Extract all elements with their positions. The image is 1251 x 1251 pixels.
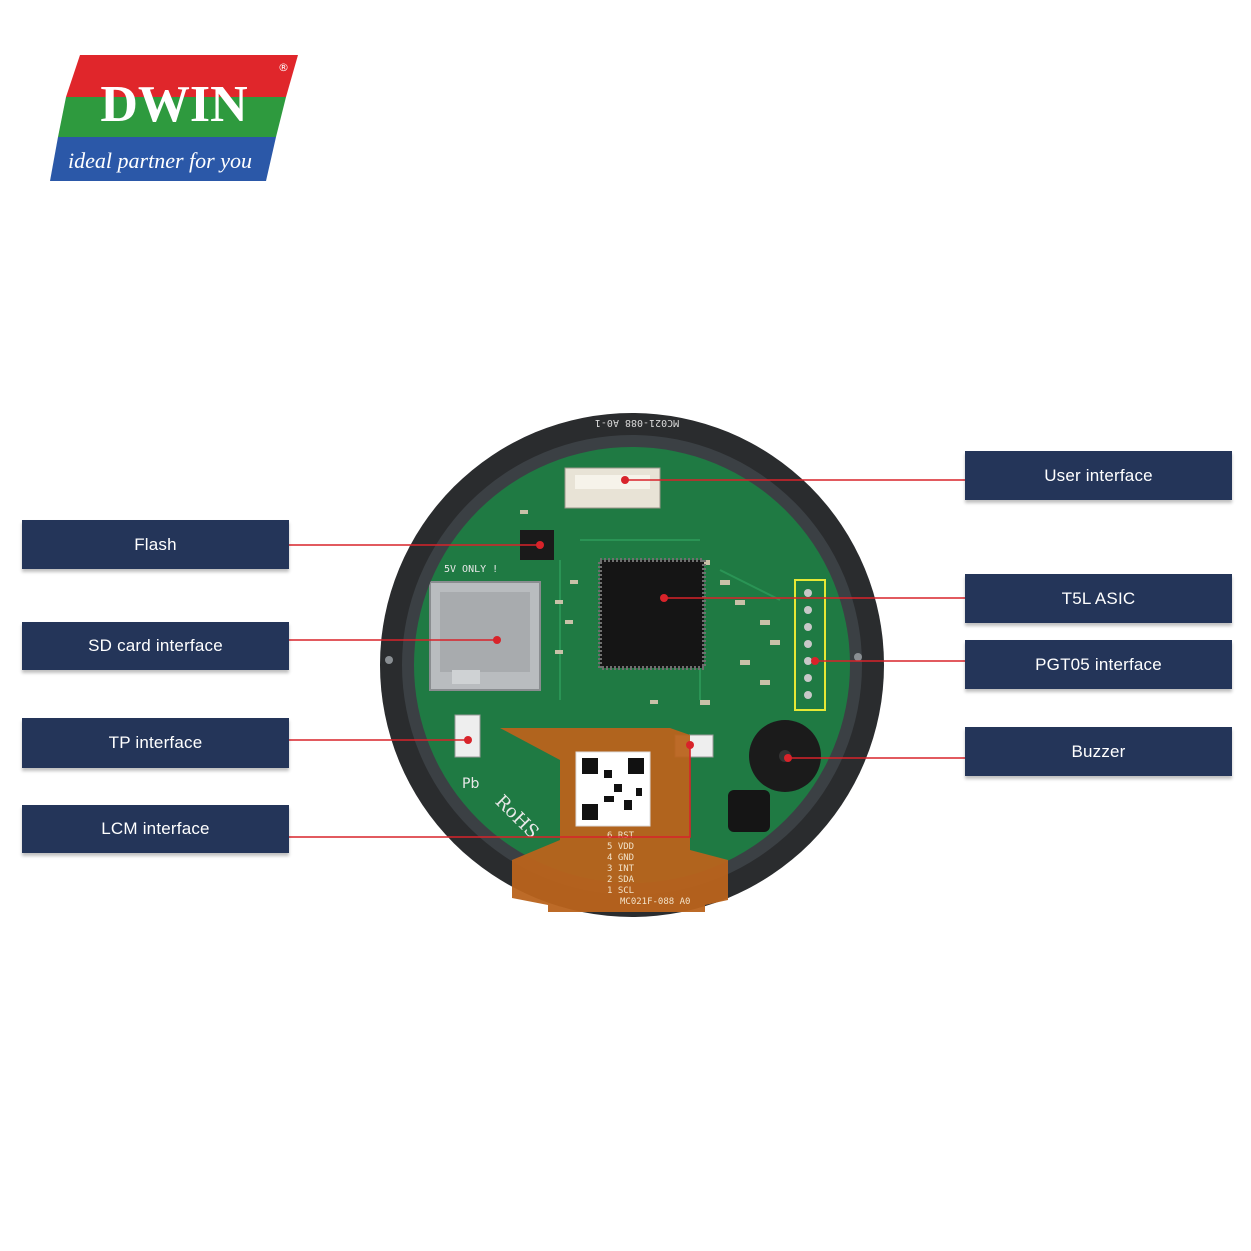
- svg-text:2 SDA: 2 SDA: [607, 875, 635, 885]
- logo-brand-text: DWIN: [100, 76, 247, 133]
- label-tp-interface: TP interface: [22, 718, 289, 768]
- pgt05-pins: [804, 589, 812, 699]
- leader-lcm: [289, 745, 691, 838]
- svg-text:6 RST: 6 RST: [607, 831, 635, 841]
- logo-registered-mark: ®: [278, 61, 289, 74]
- t5l-asic-chip: [598, 558, 706, 670]
- bezel-screw-right: [854, 653, 862, 661]
- pcb-traces: [539, 539, 781, 700]
- label-pgt05-interface: PGT05 interface: [965, 640, 1232, 689]
- logo-red-band: [66, 55, 298, 97]
- label-user-interface: User interface: [965, 451, 1232, 500]
- svg-text:5 VDD: 5 VDD: [607, 842, 634, 852]
- svg-text:3 INT: 3 INT: [607, 864, 635, 874]
- logo-green-band: [58, 97, 286, 137]
- dwin-logo: DWIN ideal partner for you ®: [50, 55, 298, 181]
- svg-text:4 GND: 4 GND: [607, 853, 634, 863]
- label-sd-card-interface: SD card interface: [22, 622, 289, 670]
- logo-blue-band: [50, 137, 276, 181]
- logo-tagline-text: ideal partner for you: [68, 148, 252, 173]
- warning-text: 5V ONLY !: [444, 564, 498, 575]
- fpc-marking: MC021F-088 A0: [620, 897, 690, 907]
- label-t5l-asic: T5L ASIC: [965, 574, 1232, 623]
- bezel-screw-left: [385, 656, 393, 664]
- leader-lines: [289, 479, 966, 838]
- leader-dots: [464, 476, 819, 762]
- label-buzzer: Buzzer: [965, 727, 1232, 776]
- fpc-pin-labels: 6 RST 5 VDD 4 GND 3 INT 2 SDA 1 SCL: [607, 831, 635, 896]
- pgt05-header: [794, 579, 826, 711]
- label-flash: Flash: [22, 520, 289, 569]
- pcb-smd-components: [520, 510, 780, 705]
- qr-code-modules: [582, 758, 644, 820]
- label-lcm-interface: LCM interface: [22, 805, 289, 853]
- svg-text:1 SCL: 1 SCL: [607, 886, 634, 896]
- inductor: [728, 790, 770, 832]
- pb-mark: Pb: [462, 776, 479, 792]
- tp-connector: [454, 714, 481, 758]
- board-top-marking: MC021-088 A0-1: [595, 417, 679, 428]
